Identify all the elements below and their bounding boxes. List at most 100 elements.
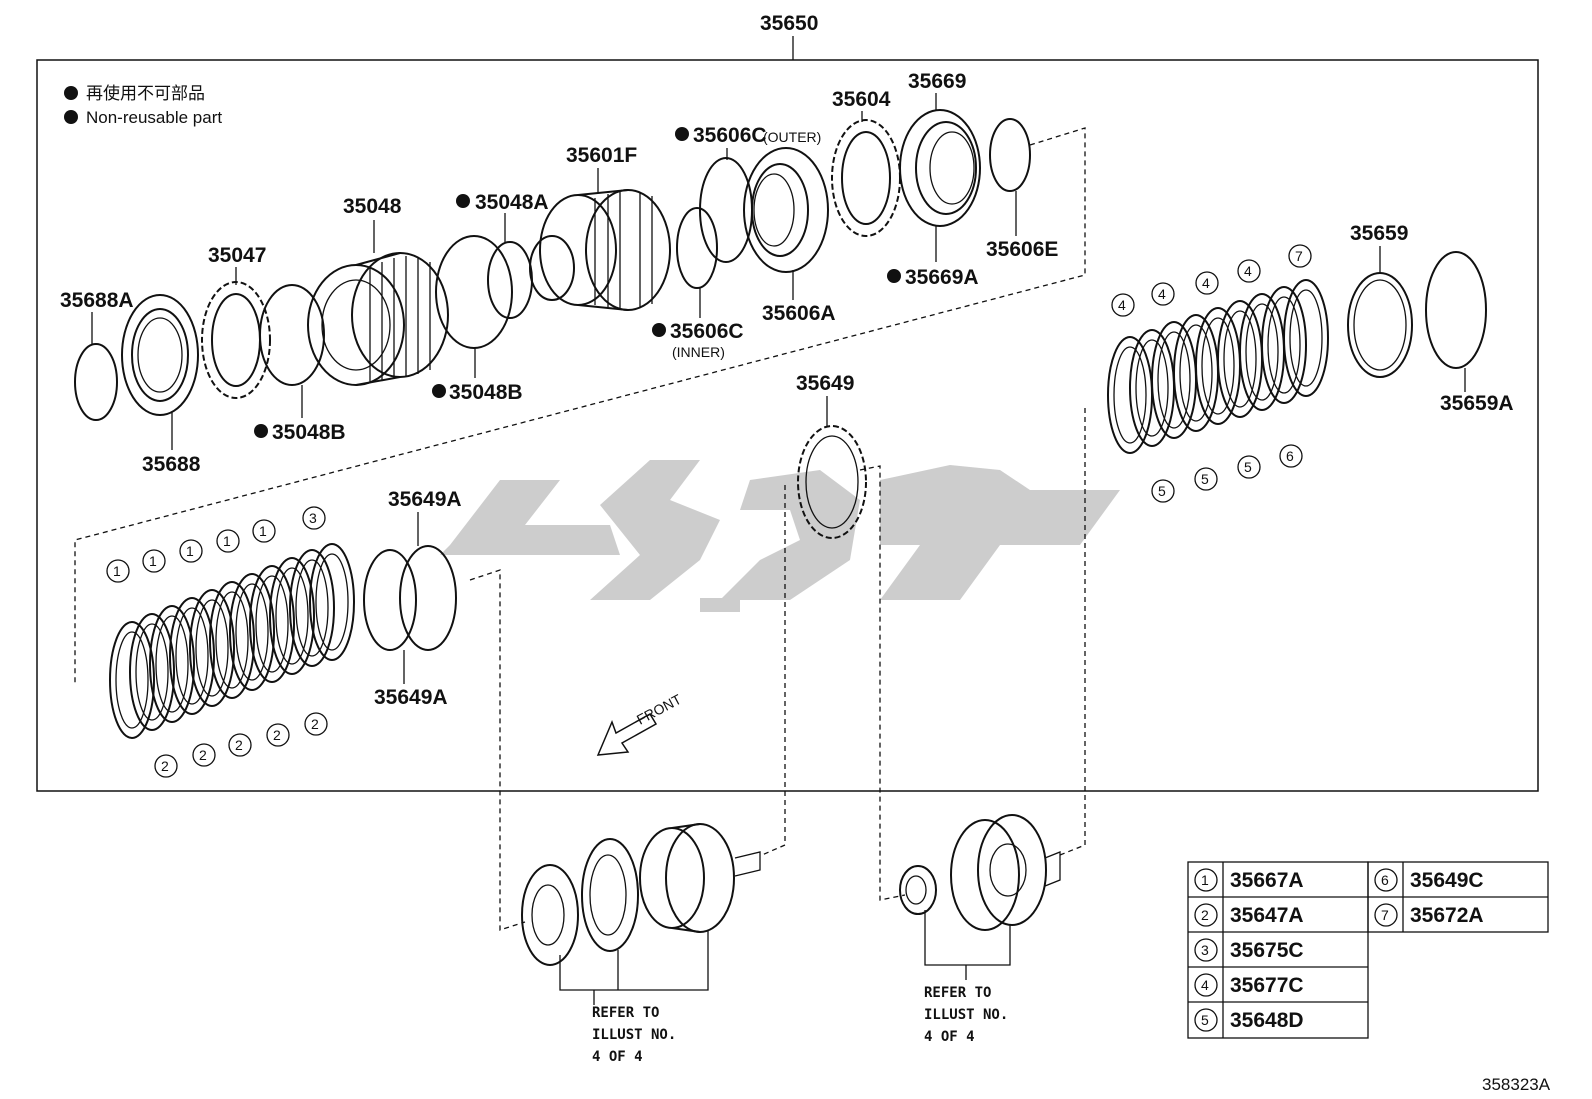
key-part: 35647A — [1230, 904, 1304, 927]
assembly-dashed-line — [74, 127, 1086, 685]
label-35659A: 35659A — [1440, 392, 1514, 415]
seal-ring-35606C-inner — [676, 207, 718, 289]
assembly-dashed-line — [1059, 408, 1086, 856]
ring-35649A-1 — [363, 549, 417, 651]
key-part: 35675C — [1230, 939, 1304, 962]
non-reusable-dot-icon — [432, 384, 446, 398]
label-35048B-1: 35048B — [272, 421, 346, 444]
assembly-dashed-line — [469, 569, 526, 931]
label-35606C-outer: 35606C — [693, 124, 767, 147]
outer-note: (OUTER) — [763, 129, 821, 145]
callout-num: 1 — [259, 523, 267, 539]
snap-ring-35688A — [74, 343, 118, 421]
key-num: 3 — [1201, 942, 1209, 958]
callout-num: 3 — [309, 510, 317, 526]
assembly-frame — [36, 59, 1539, 792]
key-part: 35667A — [1230, 869, 1304, 892]
key-num: 5 — [1201, 1012, 1209, 1028]
non-reusable-dot-icon — [675, 127, 689, 141]
callout-num: 1 — [186, 543, 194, 559]
label-35669A: 35669A — [905, 266, 979, 289]
o-ring-35048B-rear — [435, 235, 513, 349]
label-35649: 35649 — [796, 372, 854, 395]
callout-num: 2 — [199, 747, 207, 763]
legend-jp: 再使用不可部品 — [86, 83, 205, 103]
callout-num: 7 — [1295, 248, 1303, 264]
label-35604: 35604 — [832, 88, 891, 111]
callout-num: 2 — [235, 737, 243, 753]
callout-num: 1 — [149, 553, 157, 569]
label-35688A: 35688A — [60, 289, 134, 312]
label-35669: 35669 — [908, 70, 966, 93]
refer-note-left-1: REFER TO — [592, 1005, 659, 1021]
ring-35688 — [121, 294, 199, 416]
callout-num: 4 — [1244, 263, 1252, 279]
key-row-5: 5 35648D — [1194, 1008, 1304, 1032]
label-35649A-2: 35649A — [374, 686, 448, 709]
callout-num: 2 — [273, 727, 281, 743]
snap-ring-35606E — [989, 118, 1031, 192]
key-num: 7 — [1381, 907, 1389, 923]
label-35659: 35659 — [1350, 222, 1408, 245]
plate-35649-inner — [805, 435, 859, 529]
key-num: 2 — [1201, 907, 1209, 923]
seal-plate-35669 — [899, 109, 981, 227]
snap-ring-35659A — [1425, 251, 1487, 369]
refer-note-left-3: 4 OF 4 — [592, 1049, 643, 1065]
non-reusable-dot-icon — [456, 194, 470, 208]
key-part: 35649C — [1410, 869, 1484, 892]
callout-num: 5 — [1158, 483, 1166, 499]
ring-35659-inner — [1353, 279, 1407, 371]
callout-num: 4 — [1202, 275, 1210, 291]
illustration-id: 358323A — [1482, 1075, 1551, 1094]
ring-35649A-2 — [399, 545, 457, 651]
key-part: 35672A — [1410, 904, 1484, 927]
key-num: 6 — [1381, 872, 1389, 888]
return-spring-35604 — [831, 119, 901, 237]
assembly-dashed-line — [761, 485, 786, 856]
left-clutch-pack — [109, 543, 355, 739]
clutch-drum-35048 — [307, 252, 449, 386]
label-35047: 35047 — [208, 244, 266, 267]
bracket-right — [924, 910, 1011, 966]
label-35601F: 35601F — [566, 144, 637, 167]
callout-num: 1 — [223, 533, 231, 549]
o-ring-35048B-front — [259, 284, 325, 386]
callout-num: 1 — [113, 563, 121, 579]
watermark-logo — [440, 460, 1120, 612]
lower-right-components — [899, 814, 1061, 931]
callout-num: 5 — [1201, 471, 1209, 487]
label-35048B-2: 35048B — [449, 381, 523, 404]
key-table: 1 35667A 2 35647A 3 35675C 4 35677C 5 35… — [1187, 861, 1549, 1039]
callout-num: 4 — [1118, 297, 1126, 313]
assembly-dashed-line — [859, 465, 906, 901]
label-35606C-inner: 35606C — [670, 320, 744, 343]
non-reusable-dot-icon — [64, 110, 78, 124]
key-row-6: 6 35649C — [1374, 868, 1484, 892]
bracket-left — [559, 930, 709, 991]
label-35649A-1: 35649A — [388, 488, 462, 511]
key-row-3: 3 35675C — [1194, 938, 1304, 962]
label-35688: 35688 — [142, 453, 201, 476]
key-row-2: 2 35647A — [1194, 903, 1304, 927]
label-35606A: 35606A — [762, 302, 836, 325]
refer-note-right-1: REFER TO — [924, 985, 991, 1001]
non-reusable-dot-icon — [887, 269, 901, 283]
assembly-number: 35650 — [760, 12, 818, 35]
non-reusable-dot-icon — [64, 86, 78, 100]
key-part: 35677C — [1230, 974, 1304, 997]
refer-note-right-2: ILLUST NO. — [924, 1007, 1008, 1023]
ring-35659 — [1347, 272, 1413, 378]
key-row-1: 1 35667A — [1194, 868, 1304, 892]
lower-left-components — [521, 823, 761, 966]
callout-num: 2 — [161, 758, 169, 774]
key-part: 35648D — [1230, 1009, 1304, 1032]
key-num: 4 — [1201, 977, 1209, 993]
front-label: FRONT — [634, 691, 684, 728]
legend: 再使用不可部品 Non-reusable part — [64, 83, 222, 127]
refer-note-right-3: 4 OF 4 — [924, 1029, 975, 1045]
callout-4: 4 4 4 4 7 5 5 5 6 — [1111, 244, 1312, 503]
refer-note-left-2: ILLUST NO. — [592, 1027, 676, 1043]
callout-num: 4 — [1158, 286, 1166, 302]
